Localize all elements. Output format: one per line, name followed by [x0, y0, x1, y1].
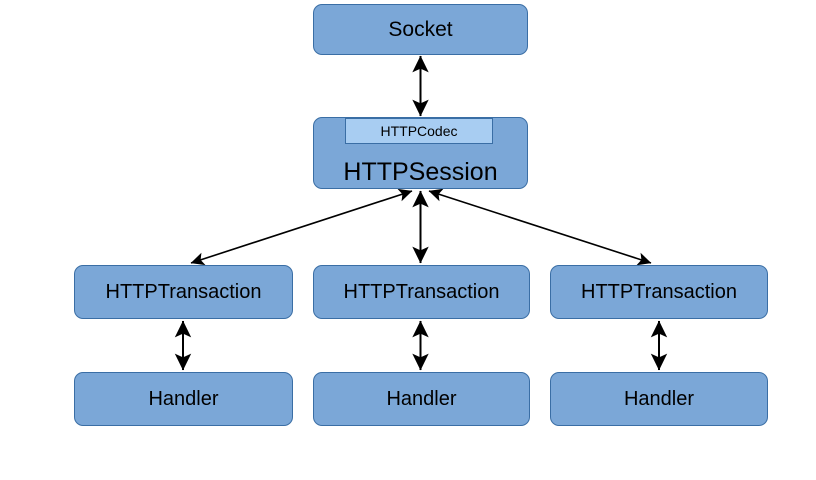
connector-session-transaction-2 — [428, 188, 652, 266]
node-handler-0-label: Handler — [148, 388, 219, 410]
connector-session-transaction-0 — [190, 188, 413, 266]
node-httptransaction-2-label: HTTPTransaction — [581, 281, 737, 303]
node-httptransaction-0-label: HTTPTransaction — [105, 281, 262, 303]
node-httptransaction-1-label: HTTPTransaction — [343, 281, 500, 303]
node-socket[interactable]: Socket — [313, 4, 528, 55]
node-handler-1[interactable]: Handler — [313, 372, 530, 426]
node-handler-0[interactable]: Handler — [74, 372, 293, 426]
node-httpcodec-label: HTTPCodec — [380, 123, 458, 139]
node-handler-1-label: Handler — [386, 388, 457, 410]
node-httptransaction-1[interactable]: HTTPTransaction — [313, 265, 530, 319]
node-httpcodec[interactable]: HTTPCodec — [345, 118, 493, 144]
node-handler-2-label: Handler — [623, 388, 695, 410]
node-socket-label: Socket — [388, 18, 453, 41]
node-httptransaction-0[interactable]: HTTPTransaction — [74, 265, 293, 319]
node-handler-2[interactable]: Handler — [550, 372, 768, 426]
node-httpsession-label: HTTPSession — [343, 158, 498, 186]
node-httptransaction-2[interactable]: HTTPTransaction — [550, 265, 768, 319]
node-httpsession[interactable]: HTTPCodec HTTPSession — [313, 117, 528, 189]
